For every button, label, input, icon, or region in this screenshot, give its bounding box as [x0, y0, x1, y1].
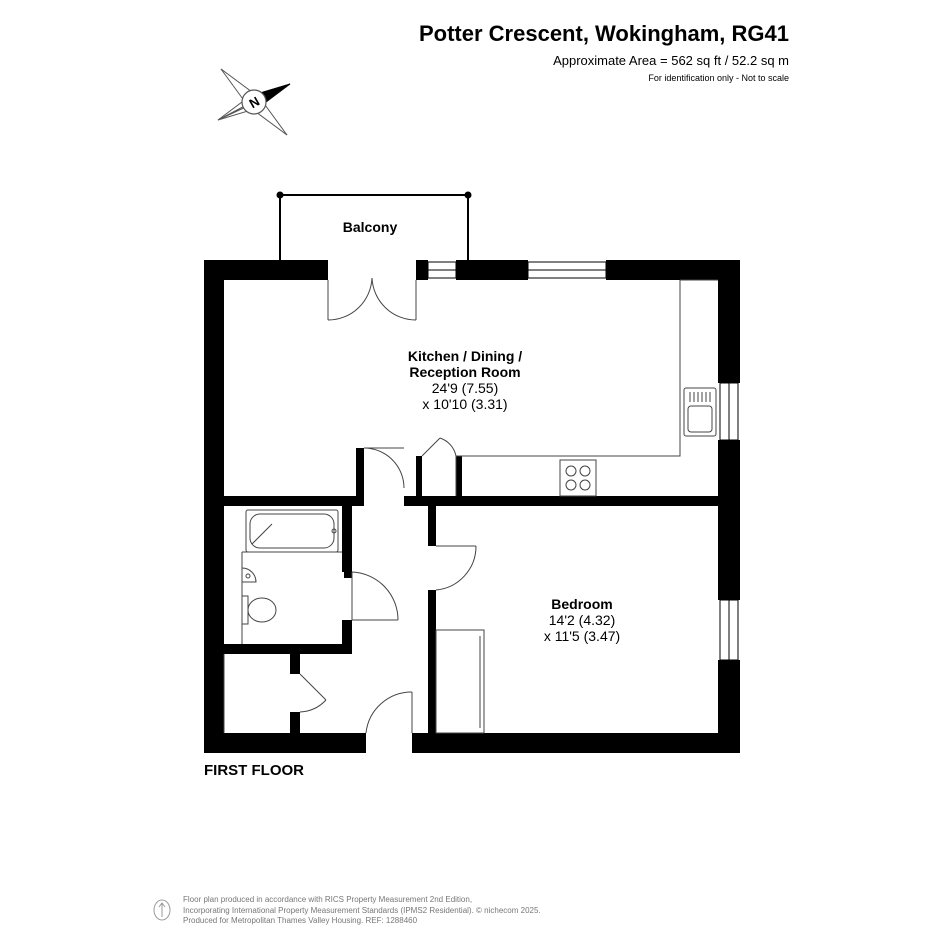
kitchen-counter [455, 279, 718, 496]
compass-icon: N [217, 68, 291, 136]
bathroom-fixtures [241, 509, 342, 644]
footer-line-1: Floor plan produced in accordance with R… [183, 895, 473, 904]
floor-label: FIRST FLOOR [204, 762, 304, 779]
room-label-kitchen: Kitchen / Dining / Reception Room 24'9 (… [365, 348, 565, 412]
nichecom-logo-icon [153, 899, 171, 921]
room-label-balcony: Balcony [342, 219, 398, 235]
footer-text: Floor plan produced in accordance with R… [183, 895, 541, 927]
windows [427, 261, 739, 661]
balcony-outline [276, 191, 472, 262]
kitchen-sink-icon [683, 387, 717, 437]
outer-walls [204, 260, 740, 753]
bedroom-dimension-2: x 11'5 (3.47) [543, 628, 621, 644]
internal-walls [224, 448, 718, 733]
kitchen-name-line1: Kitchen / Dining / [407, 348, 523, 364]
disclaimer-text: For identification only - Not to scale [648, 73, 789, 83]
footer-line-3: Produced for Metropolitan Thames Valley … [183, 916, 418, 925]
plan-title: Potter Crescent, Wokingham, RG41 [418, 21, 789, 46]
kitchen-dimension-1: 24'9 (7.55) [431, 380, 499, 396]
doors [299, 277, 485, 734]
room-label-bedroom: Bedroom 14'2 (4.32) x 11'5 (3.47) [482, 596, 682, 644]
bedroom-name: Bedroom [551, 596, 613, 612]
approximate-area: Approximate Area = 562 sq ft / 52.2 sq m [553, 53, 789, 68]
footer-line-2: Incorporating International Property Mea… [183, 905, 541, 915]
hob-icon [559, 459, 597, 497]
kitchen-dimension-2: x 10'10 (3.31) [422, 396, 508, 412]
bedroom-dimension-1: 14'2 (4.32) [548, 612, 616, 628]
kitchen-name-line2: Reception Room [409, 364, 521, 380]
